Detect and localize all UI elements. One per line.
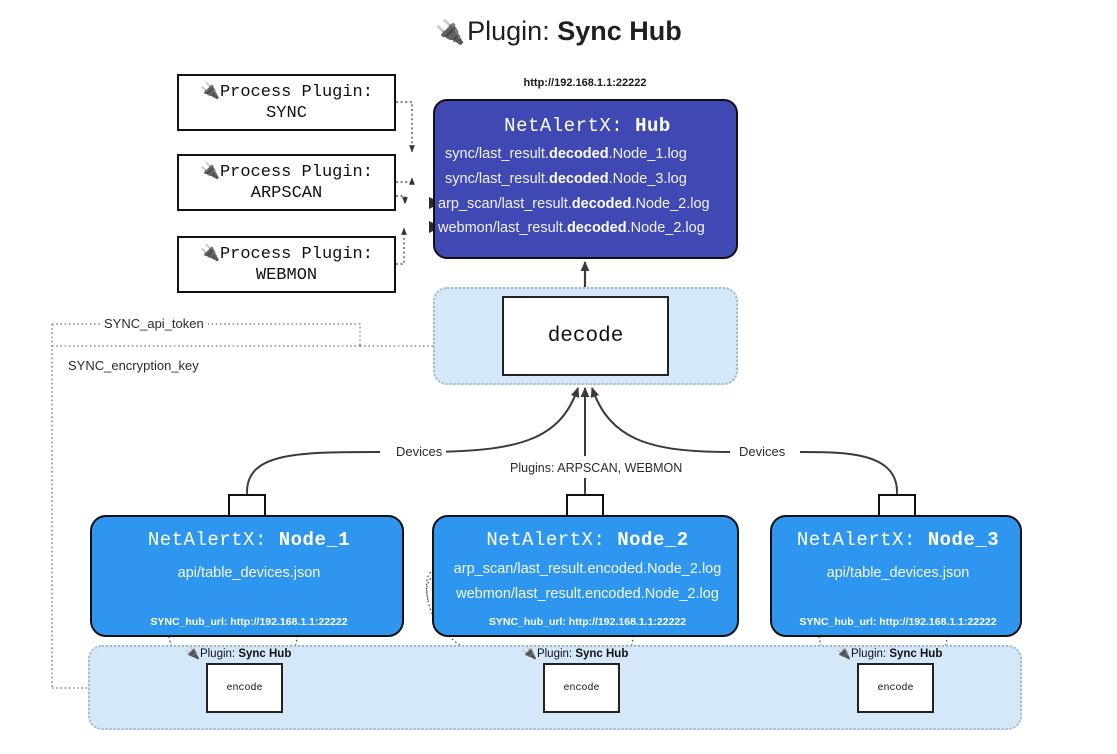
node-title: NetAlertX: Node_1: [147, 529, 351, 551]
page-title: 🔌Plugin: Sync Hub: [0, 16, 1117, 47]
node-data-line: arp_scan/last_result.encoded.Node_2.log: [453, 561, 722, 577]
process-plugin-arpscan-line2: ARPSCAN: [250, 184, 323, 203]
electric-plug-icon: 🔌: [185, 646, 200, 660]
sync-encryption-key-label: SYNC_encryption_key: [64, 358, 203, 373]
process-plugin-sync[interactable]: 🔌Process Plugin: SYNC: [177, 74, 396, 131]
process-plugin-webmon-line1: 🔌Process Plugin:: [200, 242, 373, 264]
electric-plug-icon: 🔌: [200, 160, 220, 180]
hub-title: NetAlertX: Hub: [504, 115, 671, 137]
encode-box-node-3[interactable]: encode: [857, 663, 934, 713]
plugins-label-center: Plugins: ARPSCAN, WEBMON: [506, 461, 687, 475]
encoder-caption-node-3: 🔌Plugin: Sync Hub: [836, 646, 943, 660]
electric-plug-icon: 🔌: [200, 80, 220, 100]
process-plugin-sync-line1: 🔌Process Plugin:: [200, 80, 373, 102]
electric-plug-icon: 🔌: [200, 242, 220, 262]
node-data-line: api/table_devices.json: [177, 565, 321, 581]
node-title: NetAlertX: Node_3: [796, 529, 1000, 551]
process-plugin-webmon-line2: WEBMON: [255, 266, 318, 285]
process-plugin-arpscan[interactable]: 🔌Process Plugin: ARPSCAN: [177, 154, 396, 211]
node-data-line: webmon/last_result.encoded.Node_2.log: [456, 586, 719, 602]
hub-log-line: webmon/last_result.decoded.Node_2.log: [438, 220, 705, 236]
hub-log-line: sync/last_result.decoded.Node_1.log: [445, 146, 687, 162]
electric-plug-icon: 🔌: [435, 19, 466, 46]
process-plugin-sync-line2: SYNC: [266, 104, 307, 123]
hub-url-label: http://192.168.1.1:22222: [523, 77, 647, 89]
node-box-node-3[interactable]: NetAlertX: Node_3 api/table_devices.json…: [770, 515, 1022, 637]
hub-box[interactable]: NetAlertX: Hub sync/last_result.decoded.…: [433, 99, 738, 259]
node-data-line: api/table_devices.json: [826, 565, 970, 581]
node-title: NetAlertX: Node_2: [486, 529, 689, 551]
decode-box[interactable]: decode: [502, 296, 669, 376]
hub-log-line: sync/last_result.decoded.Node_3.log: [445, 171, 687, 187]
electric-plug-icon: 🔌: [522, 646, 537, 660]
hub-log-line: arp_scan/last_result.decoded.Node_2.log: [438, 196, 710, 212]
node-hub-url: SYNC_hub_url: http://192.168.1.1:22222: [488, 616, 687, 628]
encode-box-node-2[interactable]: encode: [543, 663, 620, 713]
devices-label-right: Devices: [735, 444, 790, 459]
encoder-caption-node-2: 🔌Plugin: Sync Hub: [522, 646, 629, 660]
page-title-name: Sync Hub: [557, 16, 682, 46]
node-hub-url: SYNC_hub_url: http://192.168.1.1:22222: [150, 616, 348, 628]
encode-box-node-1[interactable]: encode: [206, 663, 283, 713]
encoder-caption-node-1: 🔌Plugin: Sync Hub: [185, 646, 292, 660]
node-box-node-2[interactable]: NetAlertX: Node_2 arp_scan/last_result.e…: [432, 515, 739, 637]
sync-api-token-label: SYNC_api_token: [100, 316, 208, 331]
node-box-node-1[interactable]: NetAlertX: Node_1 api/table_devices.json…: [90, 515, 404, 637]
process-plugin-arpscan-line1: 🔌Process Plugin:: [200, 160, 373, 182]
node-hub-url: SYNC_hub_url: http://192.168.1.1:22222: [799, 616, 997, 628]
process-plugin-webmon[interactable]: 🔌Process Plugin: WEBMON: [177, 236, 396, 293]
electric-plug-icon: 🔌: [836, 646, 851, 660]
page-title-prefix: Plugin:: [467, 16, 558, 46]
devices-label-left: Devices: [392, 444, 447, 459]
